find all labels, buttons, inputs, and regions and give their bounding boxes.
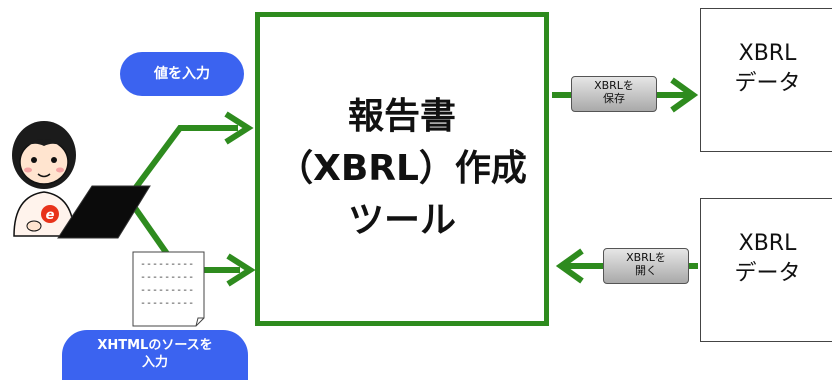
input-arrow-upper [125, 111, 254, 200]
source-document-lines: --------- --------- --------- --------- [140, 258, 200, 310]
tool-title-line3: ツール [347, 200, 456, 241]
xhtml-source-label-line1: XHTMLのソースを [97, 338, 213, 353]
xbrl-data-label-line2: データ [734, 71, 801, 96]
xbrl-data-label-line1: XBRL [738, 231, 797, 256]
source-line: --------- [140, 298, 195, 309]
save-tag-line1: XBRLを [594, 79, 634, 92]
open-xbrl-tag: XBRLを 開く [603, 248, 689, 284]
woman-with-laptop-icon: e [12, 121, 151, 239]
xbrl-data-label-line1: XBRL [738, 41, 797, 66]
xbrl-data-document: XBRL データ [700, 198, 832, 342]
save-xbrl-tag: XBRLを 保存 [571, 76, 657, 112]
source-line: --------- [140, 259, 195, 270]
xhtml-source-input-pill: XHTMLのソースを 入力 [62, 330, 248, 380]
tool-title: 報告書 （XBRL）作成 ツール [277, 91, 527, 247]
svg-text:e: e [46, 208, 55, 223]
xbrl-data-document: XBRL データ [700, 8, 832, 152]
source-line: --------- [140, 285, 195, 296]
source-line: --------- [140, 272, 195, 283]
value-input-pill: 値を入力 [120, 52, 244, 96]
tool-title-line2: （XBRL）作成 [277, 148, 527, 189]
open-tag-line1: XBRLを [626, 251, 666, 264]
document-icon [132, 251, 205, 327]
xbrl-data-label-line2: データ [734, 261, 801, 286]
save-tag-line2: 保存 [603, 92, 625, 105]
open-tag-line2: 開く [635, 264, 657, 277]
tool-title-line1: 報告書 [347, 96, 456, 137]
xhtml-source-label-line2: 入力 [141, 355, 168, 370]
report-creation-tool-box: 報告書 （XBRL）作成 ツール [255, 12, 549, 326]
